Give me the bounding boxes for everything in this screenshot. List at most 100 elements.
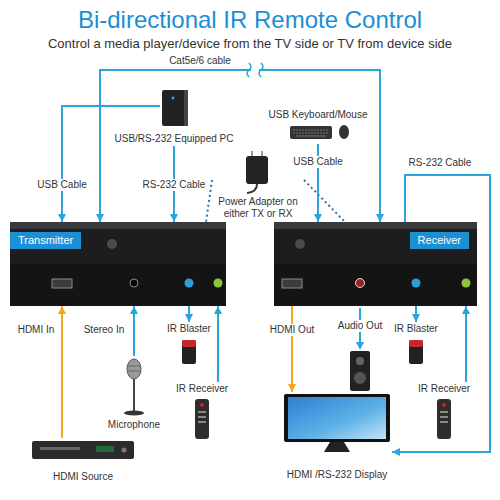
arrow-head bbox=[392, 448, 400, 456]
cable-label: USB Cable bbox=[291, 156, 344, 168]
microphone-icon bbox=[124, 359, 144, 416]
ir-blaster-icon bbox=[182, 340, 196, 347]
tv-display-icon bbox=[284, 394, 390, 442]
remote-icon bbox=[198, 416, 206, 418]
speaker-icon bbox=[356, 357, 364, 365]
dvd-player-icon bbox=[32, 441, 134, 459]
cable-connector bbox=[58, 106, 112, 222]
cable-break-mark bbox=[259, 63, 263, 77]
cable-label: Cat5e/6 cable bbox=[167, 55, 233, 67]
cable-connector bbox=[304, 180, 345, 222]
keyboard-mouse-icon bbox=[293, 130, 329, 131]
receiver-box bbox=[412, 279, 421, 288]
receiver-box bbox=[274, 222, 477, 306]
remote-icon bbox=[440, 416, 448, 418]
receiver-box bbox=[462, 279, 471, 288]
node-label: USB/RS-232 Equipped PC bbox=[115, 133, 234, 145]
transmitter-box bbox=[10, 222, 226, 229]
remote-icon bbox=[198, 421, 206, 423]
arrow-head bbox=[412, 314, 420, 322]
transmitter-box bbox=[10, 222, 226, 306]
ir-blaster-icon bbox=[182, 340, 196, 364]
receiver-unit: Receiver bbox=[274, 222, 477, 306]
node-label: IR Receiver bbox=[418, 383, 470, 395]
cable-label: HDMI In bbox=[16, 324, 57, 336]
cable-line bbox=[465, 306, 467, 382]
ir-blaster-icon bbox=[409, 340, 423, 364]
keyboard-mouse-icon bbox=[293, 133, 329, 134]
arrow-head bbox=[58, 214, 66, 222]
pc-tower-icon bbox=[172, 97, 175, 100]
keyboard-mouse-icon bbox=[339, 125, 349, 139]
power-adapter: Power Adapter on either TX or RX bbox=[212, 150, 304, 222]
transmitter-box bbox=[130, 279, 138, 287]
remote-icon bbox=[198, 411, 206, 413]
arrow-head bbox=[376, 214, 384, 222]
cable-line bbox=[62, 106, 112, 222]
transmitter-box bbox=[10, 222, 226, 306]
cable-label: RS-232 Cable bbox=[141, 179, 208, 191]
node-label: HDMI /RS-232 Display bbox=[287, 469, 388, 481]
cable-label: Stereo In bbox=[82, 324, 127, 336]
transmitter-box bbox=[107, 239, 117, 249]
node-label: IR Blaster bbox=[167, 323, 211, 335]
tv-display-icon bbox=[324, 442, 350, 452]
microphone-icon bbox=[128, 371, 140, 372]
node-label: IR Receiver bbox=[176, 383, 228, 395]
cable-connector bbox=[96, 70, 384, 222]
node-label: USB Keyboard/Mouse bbox=[269, 109, 368, 121]
subtitle-text: Control a media player/device from the T… bbox=[48, 36, 452, 52]
pc-tower-icon bbox=[184, 90, 188, 126]
microphone: Microphone bbox=[105, 356, 164, 432]
remote-icon bbox=[195, 399, 209, 439]
remote-icon bbox=[440, 421, 448, 423]
power-adapter-icon bbox=[247, 184, 257, 193]
ir-receiver: IR Receiver bbox=[172, 382, 232, 442]
dvd-player-icon bbox=[32, 441, 134, 459]
microphone-icon bbox=[133, 379, 135, 412]
dvd-player-icon bbox=[40, 447, 80, 450]
remote-icon bbox=[442, 403, 446, 407]
microphone-icon bbox=[127, 359, 141, 379]
cable-break-mark bbox=[251, 64, 259, 76]
transmitter-box bbox=[185, 279, 194, 288]
cable-line bbox=[392, 175, 490, 452]
cable-label: RS-232 Cable bbox=[407, 157, 474, 169]
signal-label: Audio Out bbox=[336, 320, 384, 332]
cable-label: USB Cable bbox=[35, 179, 88, 191]
unit-tab: Receiver bbox=[410, 232, 469, 249]
cable-connector bbox=[462, 306, 470, 382]
transmitter-unit: Transmitter bbox=[10, 222, 226, 306]
cable-connector bbox=[412, 306, 420, 322]
diagram-title: Bi-directional IR Remote Control bbox=[78, 6, 422, 34]
keyboard-mouse-icon bbox=[296, 136, 326, 137]
cable-connector bbox=[58, 306, 66, 438]
cable-break-mark bbox=[247, 63, 263, 77]
arrow-head bbox=[288, 384, 296, 392]
cable-line bbox=[291, 306, 293, 392]
keyboard-mouse-icon bbox=[290, 125, 349, 139]
receiver-box bbox=[356, 279, 365, 288]
cable-connector bbox=[130, 306, 138, 356]
arrow-head bbox=[170, 214, 178, 222]
cable-connector bbox=[392, 175, 490, 456]
node-label: Power Adapter on either TX or RX bbox=[212, 196, 304, 220]
hdmi-display: HDMI /RS-232 Display bbox=[282, 392, 392, 482]
microphone-icon bbox=[124, 411, 144, 416]
keyboard-mouse-icon bbox=[290, 126, 332, 139]
transmitter-box bbox=[52, 279, 72, 288]
node-label: Microphone bbox=[108, 419, 160, 431]
arrow-head bbox=[462, 306, 470, 314]
receiver-box bbox=[295, 239, 305, 249]
cable-line bbox=[217, 306, 219, 382]
unit-tab: Transmitter bbox=[10, 232, 81, 249]
dvd-player-icon bbox=[122, 448, 127, 453]
arrow-head bbox=[96, 214, 104, 222]
arrow-head bbox=[185, 314, 193, 322]
speaker-icon bbox=[350, 351, 370, 391]
node-label: HDMI Source bbox=[53, 471, 113, 483]
